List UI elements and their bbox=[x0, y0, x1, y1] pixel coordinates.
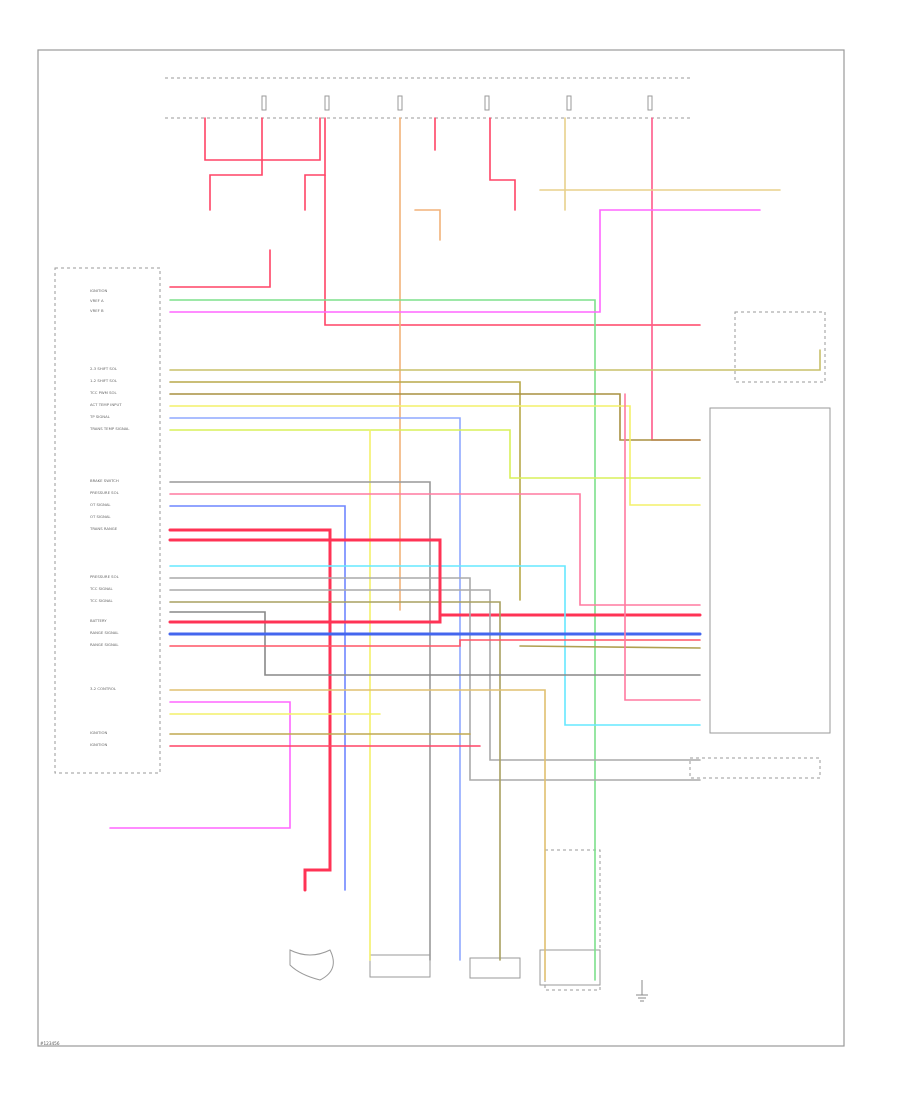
wire-pink bbox=[651, 117, 701, 441]
wire-green bbox=[169, 299, 596, 981]
pcm-pin-label: IGNITION bbox=[90, 288, 107, 293]
bottom-sensors bbox=[289, 849, 601, 991]
wire-olive bbox=[169, 349, 821, 371]
wire-olive bbox=[169, 381, 521, 601]
throttle-position-sensor bbox=[469, 957, 521, 979]
wire-pink bbox=[169, 493, 701, 606]
range-sensor bbox=[369, 954, 431, 978]
pcm-connector-block bbox=[54, 267, 161, 774]
ground-symbol bbox=[636, 980, 648, 1002]
transmission-connector-box bbox=[689, 757, 821, 779]
pcm-pin-label: OT SIGNAL bbox=[90, 514, 111, 519]
pcm-pin-label: ACT TEMP INPUT bbox=[90, 402, 122, 407]
footer-code: #123456 bbox=[40, 1041, 60, 1046]
wire-olive bbox=[169, 393, 701, 441]
wire-lime bbox=[169, 429, 701, 479]
wire-yellow bbox=[169, 405, 701, 506]
pcm-pin-label: RANGE SIGNAL bbox=[90, 642, 119, 647]
wire-grey bbox=[169, 577, 701, 781]
wire-pink bbox=[624, 393, 701, 701]
speed-sensor-bracket bbox=[544, 849, 601, 991]
pcm-pin-label: TRANS RANGE bbox=[89, 526, 118, 531]
fuse-column bbox=[261, 95, 653, 111]
pcm-pin-label: TCC SIGNAL bbox=[89, 586, 114, 591]
pcm-pin-label: TRANS TEMP SIGNAL bbox=[89, 426, 130, 431]
wire-red bbox=[489, 117, 516, 211]
wires bbox=[109, 117, 821, 981]
wire-red bbox=[168, 538, 442, 624]
wire-tan bbox=[169, 689, 546, 981]
wire-orange bbox=[414, 209, 441, 241]
pcm-pin-label: VREF A bbox=[90, 298, 104, 303]
wire-blue bbox=[169, 417, 461, 961]
transmission-component-box bbox=[709, 407, 831, 734]
fuse-1 bbox=[261, 95, 267, 111]
wire-grey bbox=[169, 611, 701, 676]
wire-cyan bbox=[169, 565, 701, 726]
wire-red bbox=[169, 249, 271, 288]
wire-red bbox=[169, 639, 701, 647]
output-speed-sensor bbox=[289, 949, 334, 981]
wire-grey bbox=[169, 481, 431, 961]
fuse-3 bbox=[397, 95, 403, 111]
wire-magenta bbox=[109, 701, 291, 829]
pcm-pin-label: IGNITION bbox=[90, 730, 107, 735]
pcm-pin-label: PRESSURE SOL bbox=[90, 574, 120, 579]
pcm-pin-label: 2-3 SHIFT SOL bbox=[90, 366, 118, 371]
pcm-pin-label: VREF B bbox=[90, 308, 104, 313]
fuse-4 bbox=[484, 95, 490, 111]
pcm-pin-label: PRESSURE SOL bbox=[90, 490, 120, 495]
diagram-frame bbox=[37, 49, 845, 1047]
pcm-pin-label: RANGE SIGNAL bbox=[90, 630, 119, 635]
fuse-6 bbox=[647, 95, 653, 111]
pcm-pin-label: TCC SIGNAL bbox=[89, 598, 114, 603]
wire-magenta bbox=[169, 209, 761, 313]
wire-olive bbox=[169, 601, 501, 961]
pcm-pin-label: TP SIGNAL bbox=[89, 414, 111, 419]
wire-red bbox=[168, 528, 332, 892]
pcm-pin-label: IGNITION bbox=[90, 742, 107, 747]
pcm-pin-label: TCC PWM SOL bbox=[89, 390, 118, 395]
pcm-pin-labels: IGNITION VREF A VREF B 2-3 SHIFT SOL 1-2… bbox=[89, 288, 130, 747]
pcm-pin-label: BRAKE SWITCH bbox=[90, 478, 119, 483]
wire-red bbox=[324, 174, 701, 326]
wire-red bbox=[304, 117, 326, 211]
pcm-pin-label: 1-2 SHIFT SOL bbox=[90, 378, 118, 383]
instrument-cluster-box bbox=[734, 311, 826, 383]
wire-blue bbox=[169, 505, 346, 891]
vehicle-speed-sensor bbox=[539, 949, 601, 986]
fuse-2 bbox=[324, 95, 330, 111]
pcm-pin-label: BATTERY bbox=[90, 618, 107, 623]
fuse-5 bbox=[566, 95, 572, 111]
pcm-pin-label: 3-2 CONTROL bbox=[90, 686, 117, 691]
pcm-pin-label: OT SIGNAL bbox=[90, 502, 111, 507]
wire-red bbox=[209, 117, 263, 211]
wire-olive bbox=[519, 645, 701, 649]
